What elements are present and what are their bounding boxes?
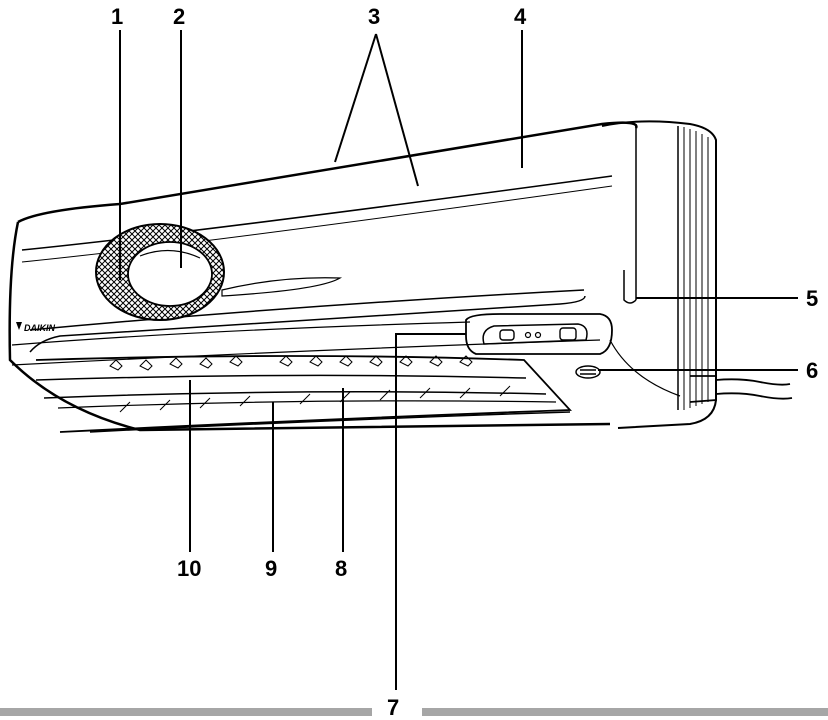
callout-6: 6 xyxy=(806,358,819,383)
sensor-window xyxy=(575,365,601,379)
leader-3b xyxy=(375,33,419,187)
indicator-panel xyxy=(465,313,613,355)
air-outlet xyxy=(35,355,572,433)
brand-text: DAIKIN xyxy=(24,323,55,333)
callout-8: 8 xyxy=(335,556,348,581)
callout-3: 3 xyxy=(368,4,381,29)
air-inlet-grille xyxy=(95,223,225,321)
flaps xyxy=(109,355,511,413)
leader-lines xyxy=(119,30,798,690)
callout-5: 5 xyxy=(806,286,819,311)
leader-7 xyxy=(395,333,466,690)
side-panel xyxy=(601,120,717,429)
callout-4: 4 xyxy=(514,4,527,29)
callout-7: 7 xyxy=(387,695,400,720)
bottom-rule-left xyxy=(0,708,372,716)
leader-3a xyxy=(334,33,377,163)
callout-9: 9 xyxy=(265,556,278,581)
drain-hose xyxy=(689,375,793,403)
callout-2: 2 xyxy=(173,4,186,29)
callout-10: 10 xyxy=(177,556,202,581)
callout-1: 1 xyxy=(111,4,124,29)
brand-logo: DAIKIN xyxy=(16,322,55,333)
bottom-rule-right xyxy=(422,708,828,716)
